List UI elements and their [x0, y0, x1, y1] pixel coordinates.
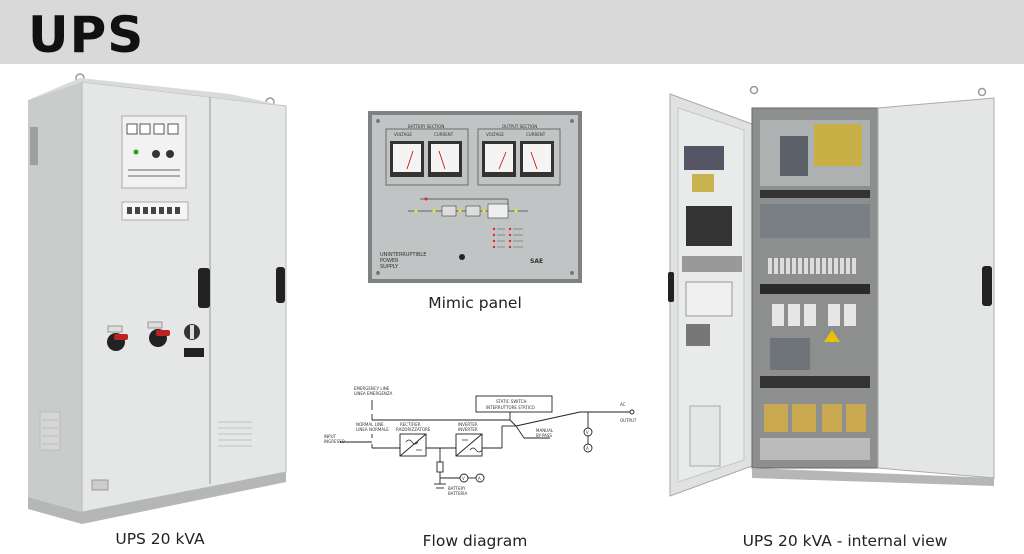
flow-battery-1: BATTERY — [448, 486, 466, 491]
flow-battery-2: BATTERIA — [448, 491, 467, 496]
svg-text:A: A — [478, 476, 481, 481]
mimic-battery-section: BATTERY SECTION — [408, 124, 444, 129]
caption-internal: UPS 20 kVA - internal view — [742, 532, 948, 550]
flow-rectifier-2: RADDRIZZATORE — [396, 427, 431, 432]
ups-cabinet-image — [28, 73, 287, 524]
mimic-panel-image: BATTERY SECTION OUTPUT SECTION VOLTAGE C… — [368, 111, 582, 283]
svg-text:V: V — [586, 430, 589, 435]
mimic-title-3: SUPPLY — [380, 264, 399, 270]
flow-normal-line-1: NORMAL LINE — [356, 422, 384, 427]
header-bar: UPS — [0, 0, 1024, 64]
flow-static-switch-2: INTERRUTTORE STATICO — [486, 405, 535, 410]
flow-inverter-1: INVERTER — [458, 422, 478, 427]
flow-emergency-line-2: LINEA EMERGENZA — [354, 391, 393, 396]
flow-output-2: OUTPUT — [620, 418, 637, 423]
page-title: UPS — [28, 6, 145, 64]
flow-manual-bypass-1: MANUAL — [536, 428, 554, 433]
caption-cabinet: UPS 20 kVA — [115, 530, 205, 548]
ups-internal-view-image — [668, 86, 995, 497]
mimic-brand-logo: SAE — [530, 258, 543, 265]
flow-input-2: INGRESSO — [324, 439, 345, 444]
flow-inverter-2: INVERTER — [458, 427, 478, 432]
mimic-current-2: CURRENT — [526, 132, 546, 137]
mimic-title-1: UNINTERRUPTIBLE — [380, 252, 426, 258]
flow-manual-bypass-2: BY-PASS — [536, 433, 552, 438]
mimic-voltage-1: VOLTAGE — [394, 132, 412, 137]
flow-emergency-line-1: EMERGENCY LINE — [354, 386, 390, 391]
flow-normal-line-2: LINEA NORMALE — [356, 427, 389, 432]
flow-diagram: V A V A EMERGENCY LINE LINEA EMERGENZA N… — [324, 386, 637, 496]
svg-text:V: V — [462, 476, 465, 481]
caption-mimic: Mimic panel — [428, 294, 522, 312]
meter-icon — [390, 141, 554, 177]
flow-output-1: AC — [620, 402, 626, 407]
flow-static-switch-1: STATIC SWITCH — [496, 399, 526, 404]
caption-flow: Flow diagram — [422, 532, 528, 550]
mimic-title-2: POWER — [380, 258, 399, 264]
flow-input-1: INPUT — [324, 434, 337, 439]
flow-rectifier-1: RECTIFIER — [400, 422, 421, 427]
svg-text:A: A — [586, 446, 589, 451]
mimic-voltage-2: VOLTAGE — [486, 132, 504, 137]
mimic-current-1: CURRENT — [434, 132, 454, 137]
mimic-output-section: OUTPUT SECTION — [502, 124, 537, 129]
